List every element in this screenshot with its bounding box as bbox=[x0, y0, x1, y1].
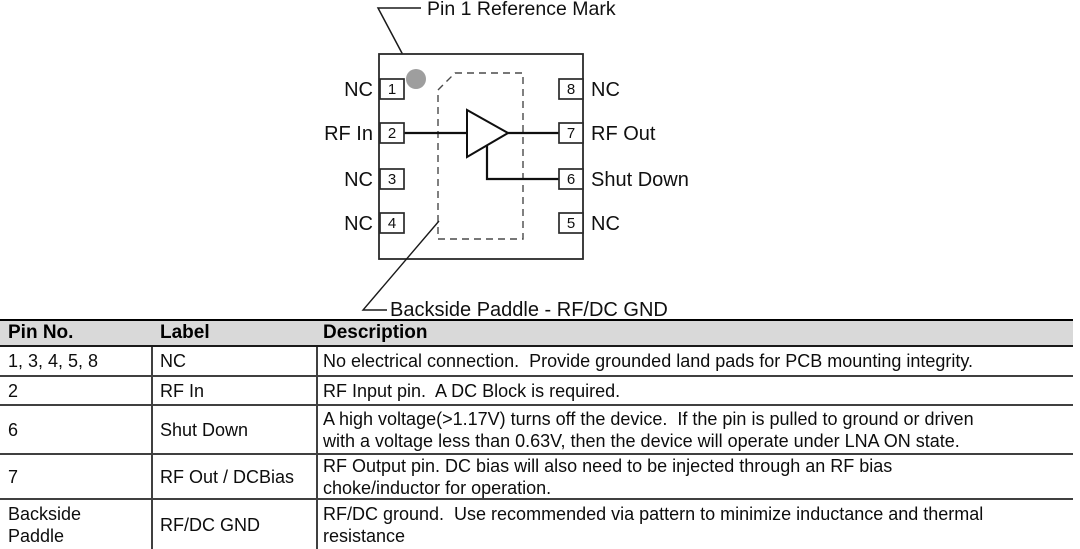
header-pin-no: Pin No. bbox=[8, 322, 74, 343]
pin-number-8: 8 bbox=[567, 81, 575, 98]
header-description: Description bbox=[323, 322, 428, 343]
label-cell: RF In bbox=[153, 377, 318, 404]
pin-box-7 bbox=[558, 122, 584, 144]
amplifier-triangle-icon bbox=[466, 108, 511, 159]
right-pin-labels: NC RF Out Shut Down NC bbox=[591, 79, 689, 235]
pin-box-2 bbox=[379, 122, 405, 144]
pin-label-7: RF Out bbox=[591, 123, 656, 145]
pin-no-cell: 6 bbox=[0, 406, 153, 453]
pin1-reference-dot bbox=[406, 69, 426, 89]
label-cell: RF Out / DCBias bbox=[153, 455, 318, 498]
table-row-rf-out: 7 RF Out / DCBias RF Output pin. DC bias… bbox=[0, 455, 1073, 500]
left-pin-boxes bbox=[379, 78, 405, 234]
signal-wires bbox=[403, 131, 560, 181]
pin-label-8: NC bbox=[591, 79, 620, 101]
pin-box-5 bbox=[558, 212, 584, 234]
pinout-diagram: Pin 1 Reference Mark 1 2 3 bbox=[324, 0, 689, 320]
description-cell: No electrical connection. Provide ground… bbox=[323, 351, 974, 371]
right-pin-boxes bbox=[558, 78, 584, 234]
header-label: Label bbox=[160, 322, 210, 343]
pin-numbers: 1 2 3 4 8 7 6 5 bbox=[388, 81, 575, 232]
pin-box-6 bbox=[558, 168, 584, 190]
pin-number-7: 7 bbox=[567, 125, 575, 142]
pin-number-2: 2 bbox=[388, 125, 396, 142]
table-row-shut-down: 6 Shut Down A high voltage(>1.17V) turns… bbox=[0, 406, 1073, 455]
pin-number-3: 3 bbox=[388, 171, 396, 188]
backside-paddle-outline bbox=[437, 72, 524, 240]
pin1-leader-line bbox=[376, 7, 421, 73]
description-cell: RF Input pin. A DC Block is required. bbox=[323, 380, 621, 401]
pin-box-4 bbox=[379, 212, 405, 234]
pin-box-8 bbox=[558, 78, 584, 100]
pin-description-table: Pin No. Label Description 1, 3, 4, 5, 8 … bbox=[0, 319, 1073, 549]
pin-number-4: 4 bbox=[388, 215, 396, 232]
pin-no-cell: 1, 3, 4, 5, 8 bbox=[0, 347, 153, 375]
pin-label-6: Shut Down bbox=[591, 169, 689, 191]
pin-number-5: 5 bbox=[567, 215, 575, 232]
pin-no-cell: 2 bbox=[0, 377, 153, 404]
pin1-reference-mark-label: Pin 1 Reference Mark bbox=[427, 0, 616, 20]
description-cell: RF/DC ground. Use recommended via patter… bbox=[323, 503, 984, 546]
label-cell: RF/DC GND bbox=[153, 500, 318, 549]
pin-box-3 bbox=[379, 168, 405, 190]
table-header-row: Pin No. Label Description bbox=[0, 319, 1073, 347]
pin-label-1: NC bbox=[344, 79, 373, 101]
pin-number-6: 6 bbox=[567, 171, 575, 188]
label-cell: NC bbox=[153, 347, 318, 375]
pin-label-4: NC bbox=[344, 213, 373, 235]
backside-paddle-label: Backside Paddle - RF/DC GND bbox=[390, 299, 668, 320]
description-cell: RF Output pin. DC bias will also need to… bbox=[323, 455, 893, 498]
table-row-nc: 1, 3, 4, 5, 8 NC No electrical connectio… bbox=[0, 347, 1073, 377]
table-row-rf-in: 2 RF In RF Input pin. A DC Block is requ… bbox=[0, 377, 1073, 406]
description-cell: A high voltage(>1.17V) turns off the dev… bbox=[323, 408, 974, 451]
pin-box-1 bbox=[379, 78, 405, 100]
pin-no-cell: Backside Paddle bbox=[0, 500, 153, 549]
pin-label-5: NC bbox=[591, 213, 620, 235]
backside-leader-line bbox=[361, 220, 440, 311]
pin-number-1: 1 bbox=[388, 81, 396, 98]
left-pin-labels: NC RF In NC NC bbox=[324, 79, 373, 235]
pin-label-3: NC bbox=[344, 169, 373, 191]
pin-label-2: RF In bbox=[324, 123, 373, 145]
table-row-backside-paddle: Backside Paddle RF/DC GND RF/DC ground. … bbox=[0, 500, 1073, 549]
pin-no-cell: 7 bbox=[0, 455, 153, 498]
label-cell: Shut Down bbox=[153, 406, 318, 453]
